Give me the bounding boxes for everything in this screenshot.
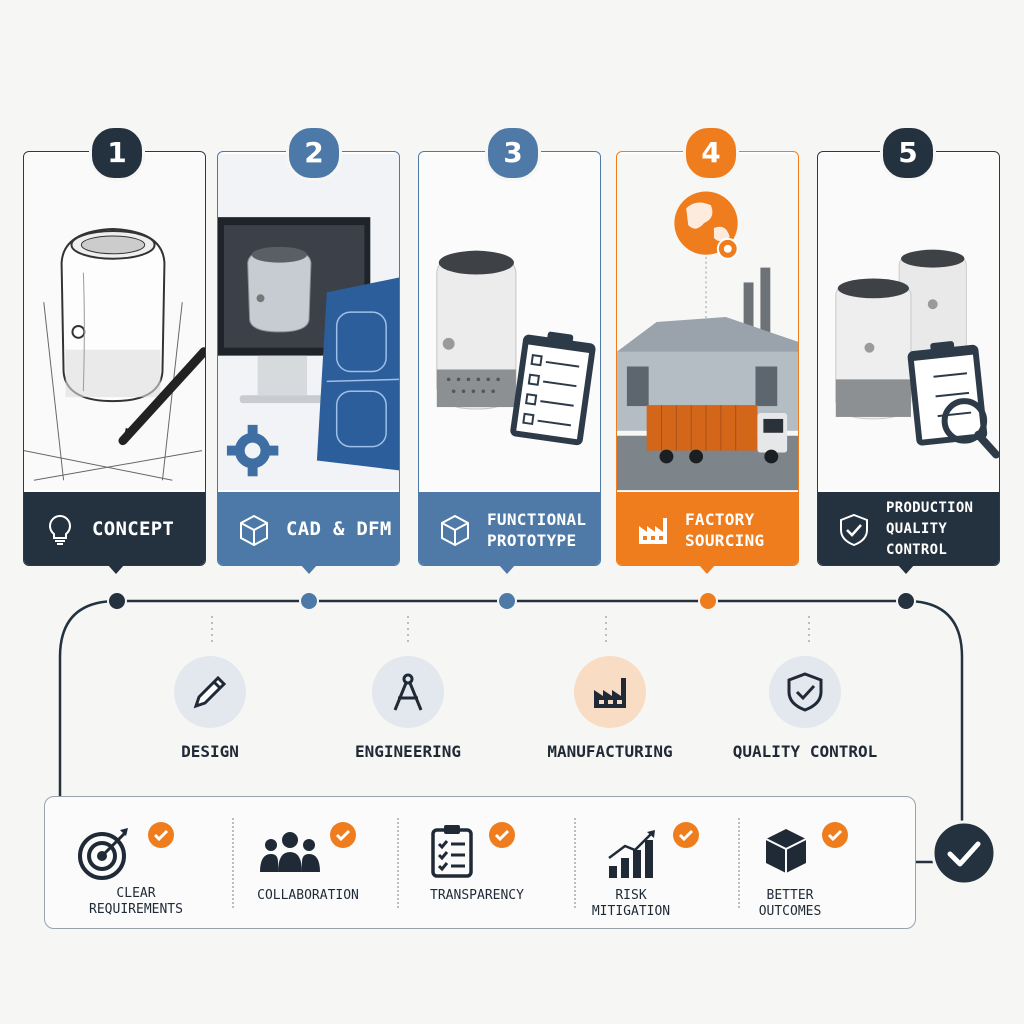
cube-icon xyxy=(441,514,469,546)
step-title: CONCEPT xyxy=(92,518,175,540)
shield-check-icon xyxy=(840,513,868,546)
step-footer-cad-dfm: CAD & DFM xyxy=(218,492,399,565)
phase-label: DESIGN xyxy=(181,742,239,761)
phase-label: QUALITY CONTROL xyxy=(732,742,878,761)
timeline-dot xyxy=(497,591,517,611)
sketch-device-illustration xyxy=(24,153,205,491)
benefit-divider xyxy=(232,818,234,908)
card-pointer xyxy=(698,564,716,574)
card-pointer xyxy=(498,564,516,574)
check-badge-icon xyxy=(822,822,848,848)
phase-engineering: ENGINEERING xyxy=(318,656,498,761)
step-number-badge: 1 xyxy=(89,125,145,181)
bar-growth-icon xyxy=(608,830,655,878)
benefit-label: TRANSPARENCY xyxy=(430,888,524,903)
phase-icon-circle xyxy=(372,656,444,728)
compass-icon xyxy=(393,673,423,711)
prototype-device-illustration xyxy=(419,153,600,491)
phase-label: ENGINEERING xyxy=(355,742,461,761)
check-badge-icon xyxy=(148,822,174,848)
step-number-badge: 4 xyxy=(683,125,739,181)
timeline-dot xyxy=(107,591,127,611)
box-icon xyxy=(765,829,807,873)
phase-icon-circle xyxy=(174,656,246,728)
check-badge-icon xyxy=(489,822,515,848)
phase-label: MANUFACTURING xyxy=(547,742,673,761)
step-number-badge: 2 xyxy=(286,125,342,181)
pencil-icon xyxy=(193,675,227,709)
target-icon xyxy=(78,828,128,880)
benefit-collaboration: COLLABORATION xyxy=(228,822,388,904)
people-icon xyxy=(260,832,320,872)
phase-icon-circle xyxy=(769,656,841,728)
cad-workstation-illustration xyxy=(218,153,399,491)
production-devices-illustration xyxy=(818,153,999,491)
step-number-badge: 5 xyxy=(880,125,936,181)
card-pointer xyxy=(897,564,915,574)
card-pointer xyxy=(107,564,125,574)
phase-quality-control: QUALITY CONTROL xyxy=(715,656,895,761)
phase-icon-circle xyxy=(574,656,646,728)
timeline-dot xyxy=(698,591,718,611)
check-badge-icon xyxy=(673,822,699,848)
clipboard-icon xyxy=(431,825,473,878)
benefit-divider xyxy=(574,818,576,908)
cube-icon xyxy=(240,514,268,546)
step-number-badge: 3 xyxy=(485,125,541,181)
step-card-concept: CONCEPT xyxy=(23,151,206,566)
benefit-transparency: TRANSPARENCY xyxy=(397,822,557,904)
check-badge-icon xyxy=(330,822,356,848)
factory-icon xyxy=(594,678,626,708)
benefit-label: COLLABORATION xyxy=(257,888,359,903)
factory-truck-illustration xyxy=(617,153,798,491)
phase-manufacturing: MANUFACTURING xyxy=(520,656,700,761)
step-title: CAD & DFM xyxy=(286,518,392,540)
benefit-divider xyxy=(397,818,399,908)
shield-check-icon xyxy=(787,672,823,712)
step-card-cad-dfm: CAD & DFM xyxy=(217,151,400,566)
phase-design: DESIGN xyxy=(120,656,300,761)
final-check-icon xyxy=(931,820,997,886)
benefit-divider xyxy=(738,818,740,908)
timeline-dot xyxy=(896,591,916,611)
lightbulb-icon xyxy=(49,514,71,545)
factory-icon xyxy=(639,517,667,544)
card-pointer xyxy=(300,564,318,574)
timeline-dot xyxy=(299,591,319,611)
step-footer-concept: CONCEPT xyxy=(24,492,205,565)
